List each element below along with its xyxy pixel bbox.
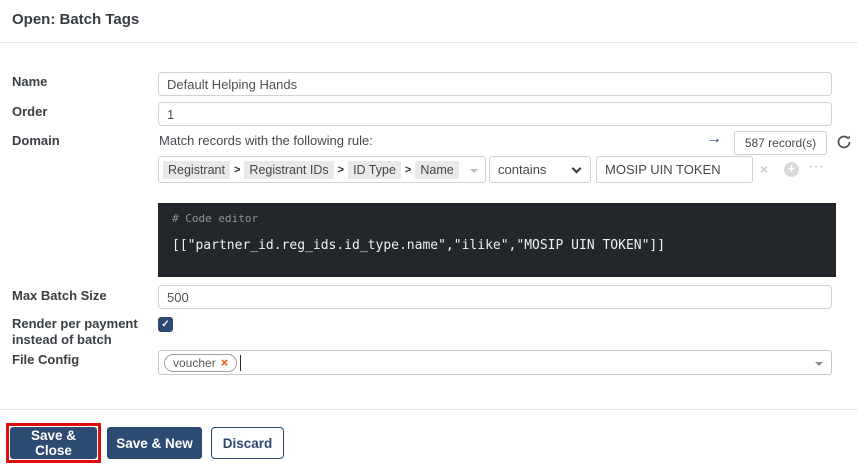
dialog-title: Open: Batch Tags bbox=[12, 11, 140, 28]
tag-label: voucher bbox=[173, 355, 216, 370]
domain-rule-row: Registrant > Registrant IDs > ID Type > … bbox=[0, 156, 858, 183]
field-path-chip[interactable]: Registrant IDs bbox=[244, 160, 334, 179]
add-rule-icon[interactable]: + bbox=[784, 162, 799, 177]
max-batch-size-input[interactable] bbox=[158, 285, 832, 309]
chevron-right-icon: > bbox=[233, 163, 241, 176]
name-label: Name bbox=[12, 74, 48, 89]
more-options-icon[interactable]: ··· bbox=[809, 159, 825, 174]
order-label: Order bbox=[12, 104, 48, 119]
file-config-tags-input[interactable]: voucher × bbox=[158, 350, 832, 375]
domain-intro-text: Match records with the following rule: bbox=[159, 133, 373, 148]
render-per-payment-label: Render per payment instead of batch bbox=[12, 316, 138, 347]
file-config-label: File Config bbox=[12, 352, 80, 367]
checkmark-icon: ✓ bbox=[161, 319, 170, 330]
discard-button[interactable]: Discard bbox=[211, 427, 284, 459]
refresh-icon[interactable] bbox=[836, 134, 852, 150]
operator-value: contains bbox=[498, 162, 547, 177]
max-batch-size-label: Max Batch Size bbox=[12, 288, 107, 303]
delete-rule-icon[interactable]: × bbox=[760, 161, 769, 177]
chevron-down-icon bbox=[571, 163, 582, 174]
code-editor-content: [["partner_id.reg_ids.id_type.name","ili… bbox=[172, 238, 666, 253]
tag-remove-icon[interactable]: × bbox=[220, 355, 229, 370]
chevron-right-icon: > bbox=[337, 163, 345, 176]
domain-label: Domain bbox=[12, 133, 60, 148]
header-divider bbox=[0, 42, 858, 43]
order-input[interactable] bbox=[158, 102, 832, 126]
save-and-close-button[interactable]: Save & Close bbox=[10, 427, 97, 459]
render-per-payment-checkbox[interactable]: ✓ bbox=[158, 317, 173, 332]
domain-code-editor[interactable]: # Code editor [["partner_id.reg_ids.id_t… bbox=[158, 203, 836, 277]
text-cursor bbox=[240, 354, 242, 371]
footer-divider bbox=[0, 409, 858, 410]
caret-down-icon bbox=[470, 169, 478, 173]
rule-value-input[interactable] bbox=[596, 156, 753, 183]
operator-select[interactable]: contains bbox=[489, 156, 591, 183]
record-count-button[interactable]: 587 record(s) bbox=[734, 131, 827, 155]
arrow-right-icon: → bbox=[706, 130, 722, 147]
code-editor-comment: # Code editor bbox=[172, 212, 259, 225]
save-and-new-button[interactable]: Save & New bbox=[107, 427, 202, 459]
tag-voucher: voucher × bbox=[164, 353, 238, 372]
field-path-chip[interactable]: Registrant bbox=[163, 160, 230, 179]
name-input[interactable] bbox=[158, 72, 832, 96]
field-path-chip[interactable]: Name bbox=[415, 160, 459, 179]
caret-down-icon bbox=[815, 362, 823, 366]
chevron-right-icon: > bbox=[404, 163, 412, 176]
field-path-chip[interactable]: ID Type bbox=[348, 160, 401, 179]
field-path-selector[interactable]: Registrant > Registrant IDs > ID Type > … bbox=[158, 156, 486, 183]
